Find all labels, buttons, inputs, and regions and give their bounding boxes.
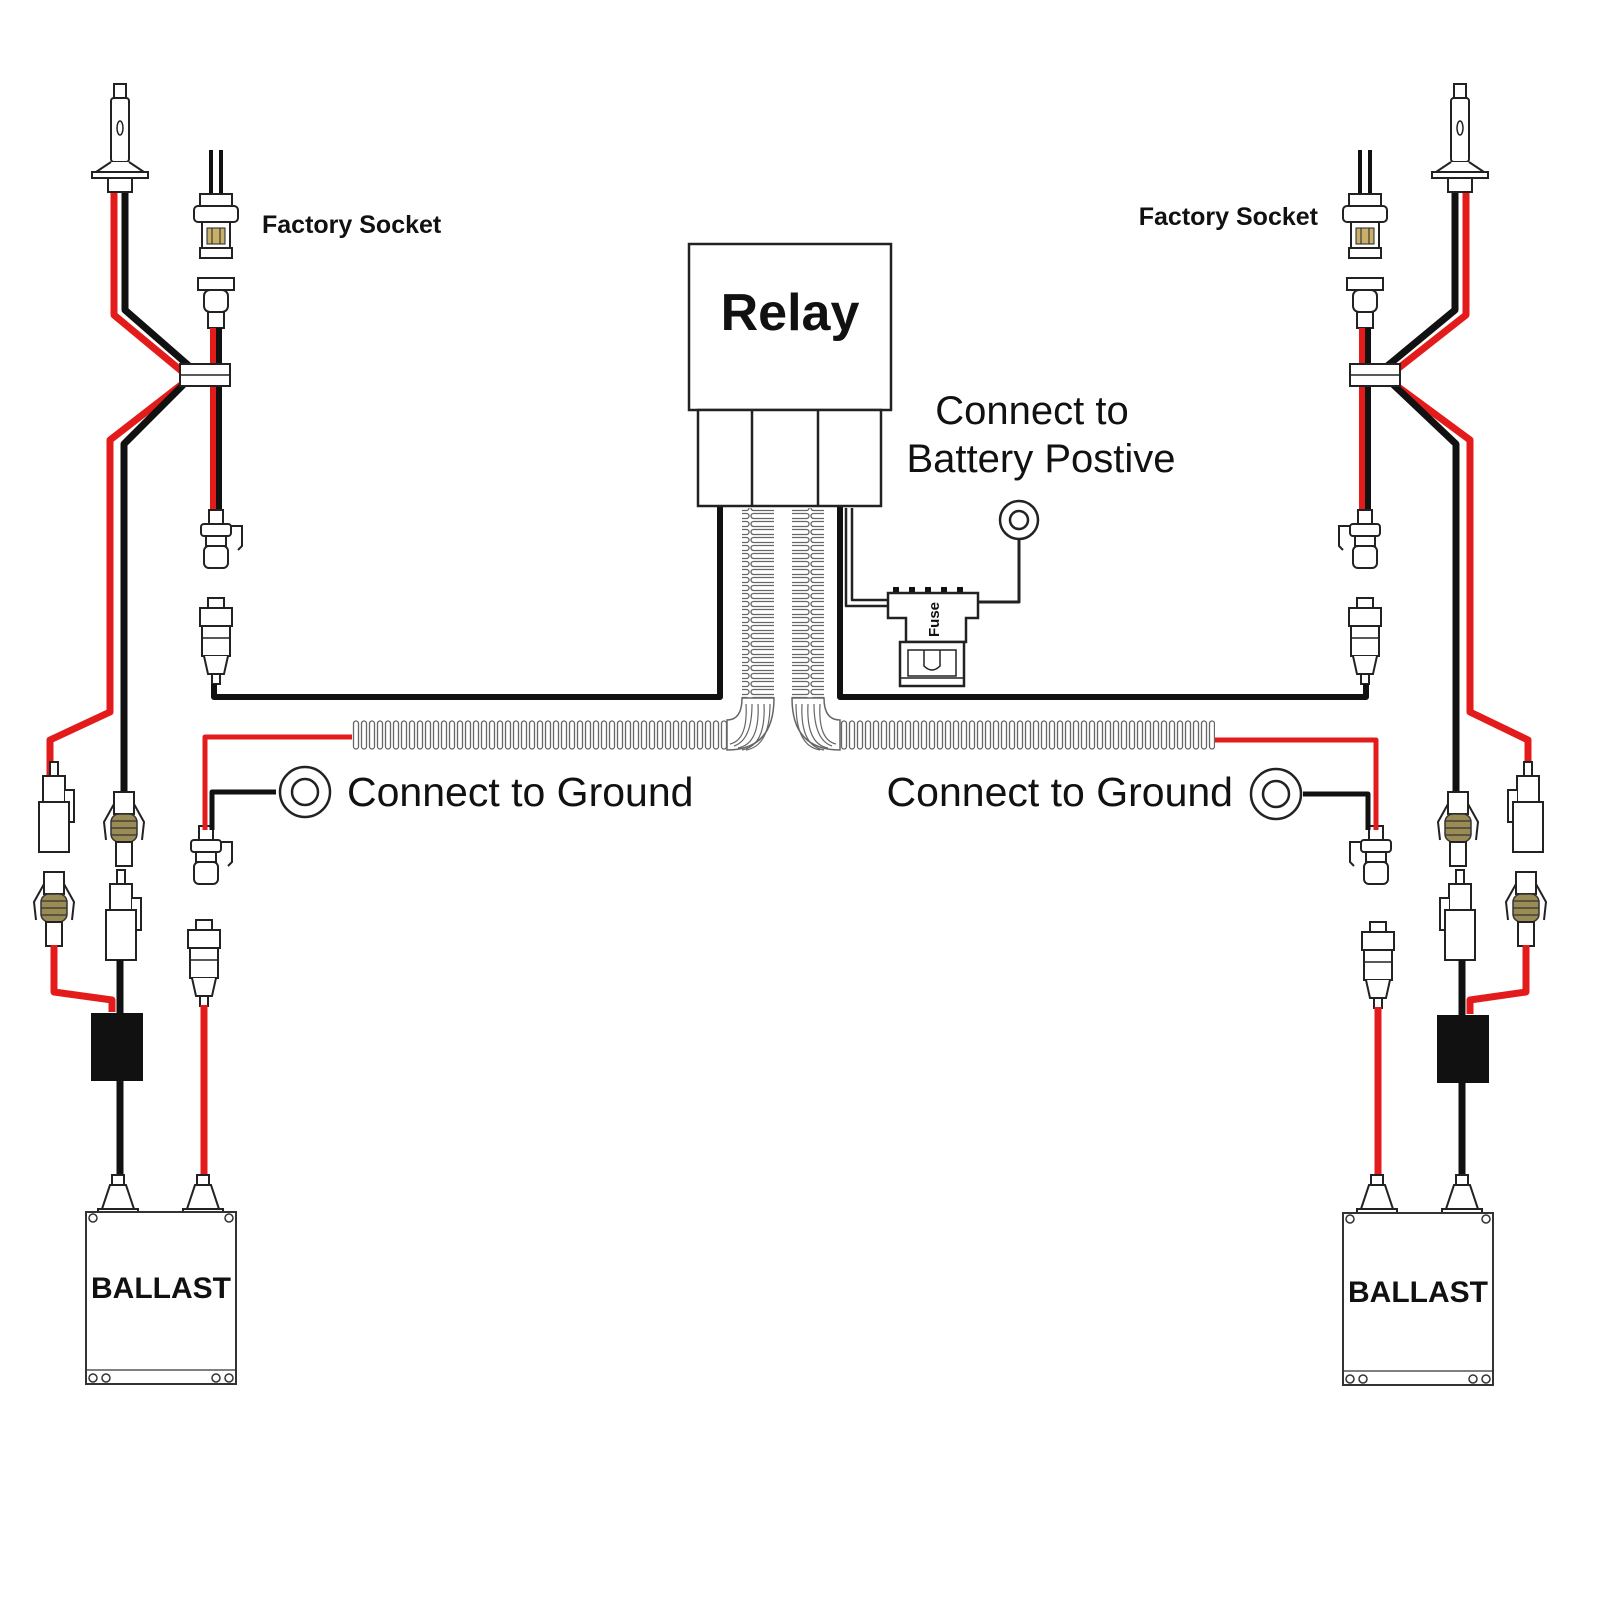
right-factory-socket-icon (1341, 148, 1389, 260)
left-crimp-connector-lower-icon (33, 871, 75, 947)
left-spade-connector-lower-icon (105, 869, 142, 961)
left-ballast-plug-b-icon (182, 1174, 224, 1218)
right-ballast-feed-pin-icon (1361, 921, 1395, 1009)
left-ballast-plug-a-icon (97, 1174, 139, 1218)
right-ground-socket-icon (1349, 825, 1392, 885)
right-capacitor-block (1437, 1015, 1489, 1083)
right-adapter-plug-icon (1346, 277, 1384, 329)
right-bulb-red-wire (1382, 178, 1532, 775)
right-ground-black-wire (1303, 791, 1371, 830)
left-bulb-red-wire (46, 178, 194, 775)
left-factory-socket-label: Factory Socket (262, 211, 442, 239)
fuse-holder-icon (886, 587, 980, 688)
right-ballast-plug-a-icon (1356, 1174, 1398, 1218)
right-ballast-label: BALLAST (1348, 1276, 1488, 1309)
relay-left-black-wire (211, 505, 723, 700)
left-ground-black-wire (209, 789, 276, 830)
right-adapter-socket-icon (1338, 509, 1381, 569)
left-ground-label: Connect to Ground (347, 769, 693, 815)
left-capacitor-block (91, 1013, 143, 1081)
battery-positive-label-line2: Battery Postive (906, 437, 1175, 481)
right-horizontal-conduit (840, 720, 1215, 750)
right-spade-connector-lower-icon (1439, 869, 1476, 961)
right-crimp-connector-lower-icon (1505, 871, 1547, 947)
battery-positive-wire (978, 540, 1021, 604)
left-hid-bulb-icon (91, 83, 149, 193)
relay-to-fuse-wire (844, 508, 888, 608)
left-ballast-feed-pin-icon (187, 919, 221, 1007)
relay-right-black-wire (837, 505, 1369, 700)
right-spade-connector-icon (1507, 761, 1544, 853)
right-ground-ring-terminal-icon (1249, 767, 1303, 821)
right-bulb-black-wire (1376, 178, 1460, 792)
left-horizontal-conduit (352, 720, 727, 750)
right-factory-socket-label: Factory Socket (1139, 203, 1319, 231)
right-ground-red-wire (1212, 737, 1379, 830)
left-adapter-socket-icon (200, 509, 243, 569)
left-bulb-black-wire (120, 178, 200, 792)
left-factory-socket-icon (192, 148, 240, 260)
left-ground-socket-icon (190, 825, 233, 885)
left-crimp-connector-icon (103, 791, 145, 867)
left-relay-input-pin-icon (199, 597, 233, 685)
right-hid-bulb-icon (1431, 83, 1489, 193)
right-ground-label: Connect to Ground (887, 769, 1233, 815)
right-ballast-plug-b-icon (1441, 1174, 1483, 1218)
left-ballast-red-wire (50, 945, 116, 1012)
right-crimp-connector-icon (1437, 791, 1479, 867)
relay-label: Relay (721, 284, 860, 342)
relay-harness: Relay Connect to Battery Postive Fuse (202, 242, 1379, 830)
relay-body (687, 242, 893, 412)
relay-base (696, 408, 883, 508)
fuse-label: Fuse (926, 602, 943, 637)
left-ballast-label: BALLAST (91, 1272, 231, 1305)
left-spade-connector-icon (38, 761, 75, 853)
left-adapter-plug-icon (197, 277, 235, 329)
right-headlight-assembly: Factory Socket (1139, 83, 1547, 1386)
left-ground-red-wire (202, 734, 355, 830)
right-ballast-red-wire (1466, 945, 1530, 1014)
battery-ring-terminal-icon (998, 499, 1040, 541)
left-vertical-conduit (742, 508, 774, 698)
right-relay-input-pin-icon (1348, 597, 1382, 685)
battery-positive-label-line1: Connect to (935, 389, 1128, 433)
left-headlight-assembly: Factory Socket (33, 83, 442, 1385)
right-vertical-conduit (792, 508, 824, 698)
left-ground-ring-terminal-icon (278, 765, 332, 819)
